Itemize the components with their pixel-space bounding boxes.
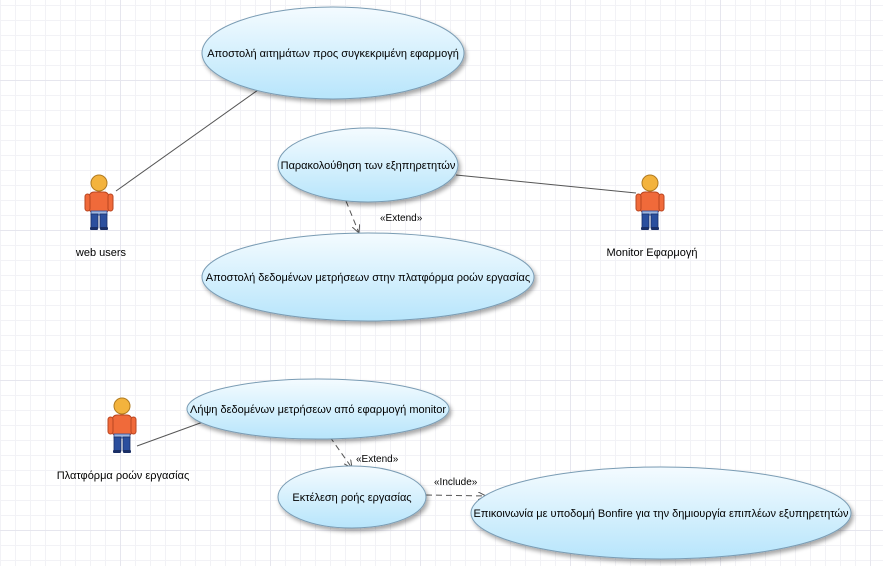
association-platform-uc4 bbox=[136, 421, 204, 447]
use-case-bonfire-communication[interactable]: Επικοινωνία με υποδομή Bonfire για την δ… bbox=[470, 466, 852, 560]
actor-icon bbox=[107, 397, 137, 454]
association-monitor-uc2 bbox=[455, 174, 637, 194]
actor-label: Πλατφόρμα ροών εργασίας bbox=[57, 470, 190, 482]
actor-icon bbox=[635, 174, 665, 231]
use-case-label: Επικοινωνία με υποδομή Bonfire για την δ… bbox=[474, 508, 849, 520]
use-case-label: Παρακολούθηση των εξηπηρετητών bbox=[281, 160, 456, 172]
actor-label: Monitor Εφαρμογή bbox=[607, 247, 698, 259]
use-case-send-measurements[interactable]: Αποστολή δεδομένων μετρήσεων στην πλατφό… bbox=[201, 232, 535, 322]
include-arrow-1 bbox=[425, 495, 486, 496]
use-case-monitor-servers[interactable]: Παρακολούθηση των εξηπηρετητών bbox=[277, 127, 459, 203]
extend-arrow-1 bbox=[345, 200, 359, 233]
actor-label: web users bbox=[75, 247, 127, 259]
extend-label-2: «Extend» bbox=[356, 454, 399, 465]
use-case-label: Αποστολή δεδομένων μετρήσεων στην πλατφό… bbox=[206, 272, 530, 284]
use-case-execute-workflow[interactable]: Εκτέλεση ροής εργασίας bbox=[277, 465, 427, 529]
use-case-send-requests[interactable]: Αποστολή αιτημάτων προς συγκεκριμένη εφα… bbox=[201, 6, 465, 100]
extend-arrow-2 bbox=[329, 436, 352, 468]
use-case-label: Αποστολή αιτημάτων προς συγκεκριμένη εφα… bbox=[207, 48, 459, 60]
actor-workflow-platform[interactable]: Πλατφόρμα ροών εργασίας bbox=[57, 397, 190, 482]
use-case-label: Εκτέλεση ροής εργασίας bbox=[292, 492, 411, 504]
actor-monitor-app[interactable]: Monitor Εφαρμογή bbox=[607, 174, 698, 259]
actor-web-users[interactable]: web users bbox=[75, 174, 127, 259]
extend-label-1: «Extend» bbox=[380, 213, 423, 224]
include-label-1: «Include» bbox=[434, 477, 478, 488]
use-case-receive-measurements[interactable]: Λήψη δεδομένων μετρήσεων από εφαρμογή mo… bbox=[186, 378, 450, 440]
use-case-label: Λήψη δεδομένων μετρήσεων από εφαρμογή mo… bbox=[190, 404, 446, 416]
actor-icon bbox=[84, 174, 114, 231]
association-web-users-uc1 bbox=[115, 89, 259, 192]
